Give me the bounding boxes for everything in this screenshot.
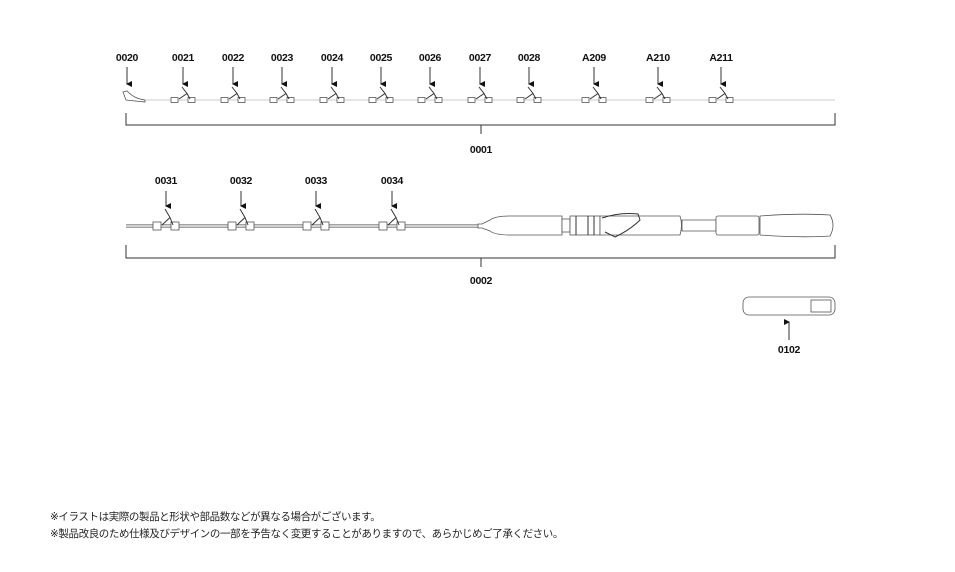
guide-0025: 0025 (368, 52, 394, 103)
part-label: 0031 (155, 175, 178, 187)
part-label: 0021 (172, 52, 195, 64)
part-label: 0028 (518, 52, 541, 64)
assembly-label-0001: 0001 (470, 144, 493, 156)
part-label: 0024 (321, 52, 344, 64)
part-label: A210 (646, 52, 670, 64)
tip-section: 0020 0021 0022 0023 0024 0025 0026 0027 0028 A209… (116, 52, 836, 156)
guide-0023: 0023 (269, 52, 295, 103)
guide-A211: A211 (708, 52, 733, 103)
part-label: 0022 (222, 52, 245, 64)
part-label: A211 (709, 52, 733, 64)
part-label: 0032 (230, 175, 253, 187)
guide-0032: 0032 (227, 175, 255, 231)
guide-0022: 0022 (220, 52, 246, 103)
guide-0027: 0027 (467, 52, 493, 103)
guide-0033: 0033 (302, 175, 330, 231)
assembly-label-0002: 0002 (470, 275, 493, 287)
guide-0034: 0034 (378, 175, 406, 231)
part-label: 0020 (116, 52, 139, 64)
guide-0024: 0024 (319, 52, 345, 103)
accessory-0102: 0102 (742, 296, 836, 356)
bracket-0002 (125, 245, 836, 267)
part-label: 0034 (381, 175, 404, 187)
guide-0020: 0020 (116, 52, 139, 87)
note-illustration-disclaimer: ※イラストは実際の製品と形状や部品数などが異なる場合がございます。 (50, 511, 381, 523)
part-label: 0027 (469, 52, 492, 64)
guide-A210: A210 (645, 52, 671, 103)
part-label: 0026 (419, 52, 442, 64)
butt-section: 0031 0032 0033 0034 0002 (125, 175, 836, 287)
guide-A209: A209 (581, 52, 607, 103)
part-label: 0025 (370, 52, 393, 64)
part-label: 0023 (271, 52, 294, 64)
accessory-label-0102: 0102 (778, 344, 801, 356)
guide-0021: 0021 (170, 52, 196, 103)
bracket-0001 (125, 113, 836, 134)
tip-top-guide (122, 90, 146, 103)
note-spec-change-disclaimer: ※製品改良のため仕様及びデザインの一部を予告なく変更することがありますので、あら… (50, 528, 563, 540)
guide-0031: 0031 (152, 175, 180, 231)
rod-handle (477, 213, 834, 238)
guide-0028: 0028 (516, 52, 542, 103)
guide-0026: 0026 (417, 52, 443, 103)
part-label: A209 (582, 52, 606, 64)
part-label: 0033 (305, 175, 328, 187)
